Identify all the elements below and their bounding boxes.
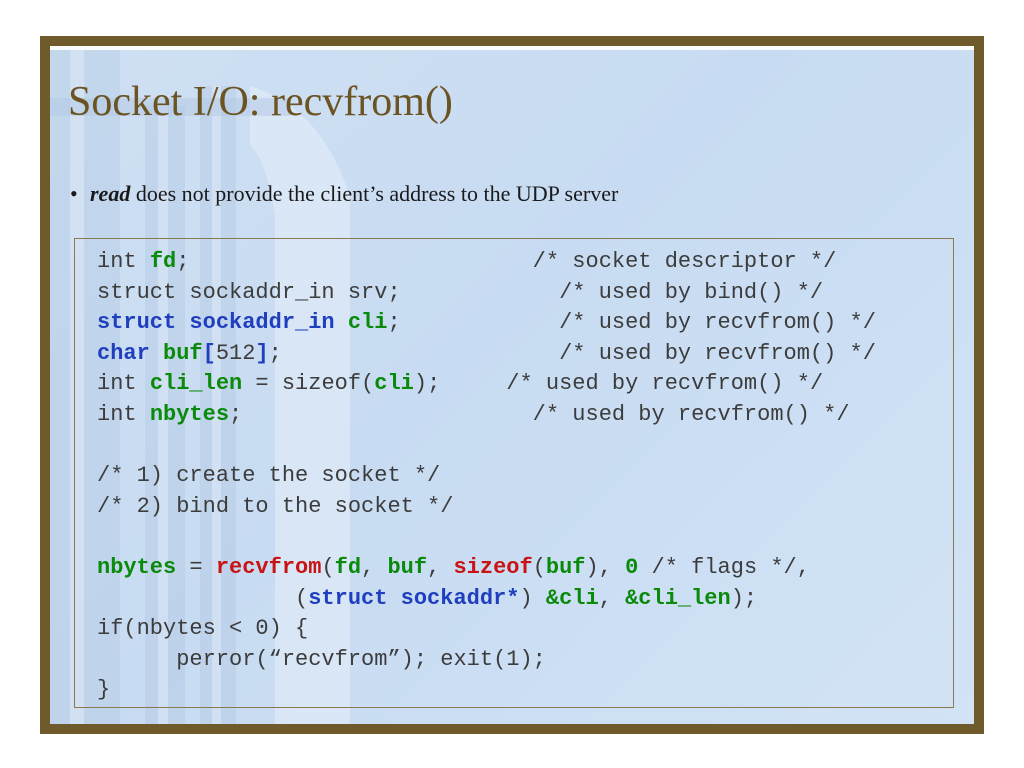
code-line: struct sockaddr_in cli; /* used by recvf… — [97, 308, 876, 339]
code-line: if(nbytes < 0) { — [97, 614, 876, 645]
bullet-text: does not provide the client’s address to… — [130, 181, 619, 206]
code-token: buf — [545, 554, 586, 580]
code-token: ( — [532, 554, 546, 580]
code-token: /* flags */, — [638, 554, 810, 580]
code-token: struct sockaddr_in srv; /* used by bind(… — [97, 279, 824, 305]
slide-title: Socket I/O: recvfrom() — [68, 79, 453, 125]
code-token: nbytes — [97, 554, 177, 580]
code-token: &cli_len — [625, 585, 731, 611]
code-token: cli — [347, 310, 388, 336]
code-token: struct sockaddr_in — [97, 310, 348, 336]
code-token: 512 — [215, 340, 256, 366]
code-token: ; /* used by recvfrom() */ — [387, 310, 876, 336]
code-token: struct sockaddr* — [308, 585, 520, 611]
code-line: int fd; /* socket descriptor */ — [97, 247, 876, 278]
code-token: } — [97, 677, 111, 703]
code-line: } — [97, 675, 876, 706]
code-token: /* 2) bind to the socket */ — [97, 493, 454, 519]
code-token: buf — [387, 554, 428, 580]
code-token: ); — [730, 585, 758, 611]
code-token: buf — [163, 340, 203, 366]
classical-columns-background-image — [50, 46, 350, 724]
bullet-emphasis: read — [90, 181, 131, 206]
code-token: perror(“recvfrom”); exit(1); — [97, 646, 546, 672]
code-token: cli_len — [149, 371, 243, 397]
code-block: int fd; /* socket descriptor */struct so… — [97, 247, 876, 706]
code-token: fd — [334, 554, 362, 580]
bullet-point: • read does not provide the client’s addr… — [70, 181, 618, 207]
code-token: ; /* used by recvfrom() */ — [229, 401, 850, 427]
code-token: &cli — [545, 585, 599, 611]
code-token: ( — [321, 554, 335, 580]
code-token: if(nbytes < 0) { — [97, 616, 309, 642]
code-token: , — [598, 585, 626, 611]
code-line — [97, 522, 876, 553]
code-token: ; /* used by recvfrom() */ — [268, 340, 876, 366]
code-line: char buf[512]; /* used by recvfrom() */ — [97, 339, 876, 370]
code-token: int — [97, 249, 150, 274]
code-token: nbytes — [149, 401, 230, 427]
code-token: ( — [97, 585, 309, 611]
bullet-marker: • — [70, 181, 78, 206]
code-line — [97, 431, 876, 462]
code-token: int — [97, 371, 150, 397]
code-token: ); /* used by recvfrom() */ — [413, 371, 824, 397]
code-token: int — [97, 401, 150, 427]
code-token: [ — [202, 340, 216, 366]
code-token: ) — [519, 585, 546, 611]
code-line: int cli_len = sizeof(cli); /* used by re… — [97, 369, 876, 400]
code-line: (struct sockaddr*) &cli, &cli_len); — [97, 584, 876, 615]
code-token: , — [361, 554, 388, 580]
code-line: nbytes = recvfrom(fd, buf, sizeof(buf), … — [97, 553, 876, 584]
code-line: perror(“recvfrom”); exit(1); — [97, 645, 876, 676]
code-token: = sizeof( — [242, 371, 375, 397]
code-line: /* 2) bind to the socket */ — [97, 492, 876, 523]
code-token: char — [97, 340, 164, 366]
code-token: ] — [255, 340, 269, 366]
slide-frame: Socket I/O: recvfrom() • read does not pr… — [40, 36, 984, 734]
code-token: recvfrom — [215, 554, 322, 580]
code-token: sizeof — [453, 554, 533, 580]
code-token: = — [176, 554, 216, 580]
code-box: int fd; /* socket descriptor */struct so… — [74, 238, 954, 708]
code-token: /* 1) create the socket */ — [97, 463, 441, 489]
code-token: cli — [374, 371, 414, 397]
code-token: ), — [585, 554, 626, 580]
code-token: fd — [149, 249, 177, 274]
code-line: struct sockaddr_in srv; /* used by bind(… — [97, 278, 876, 309]
code-line: /* 1) create the socket */ — [97, 461, 876, 492]
top-highlight-strip — [50, 46, 974, 50]
code-line: int nbytes; /* used by recvfrom() */ — [97, 400, 876, 431]
code-token: ; /* socket descriptor */ — [176, 249, 837, 274]
slide-background: Socket I/O: recvfrom() • read does not pr… — [50, 46, 974, 724]
code-token: 0 — [625, 554, 639, 580]
code-token: , — [427, 554, 454, 580]
